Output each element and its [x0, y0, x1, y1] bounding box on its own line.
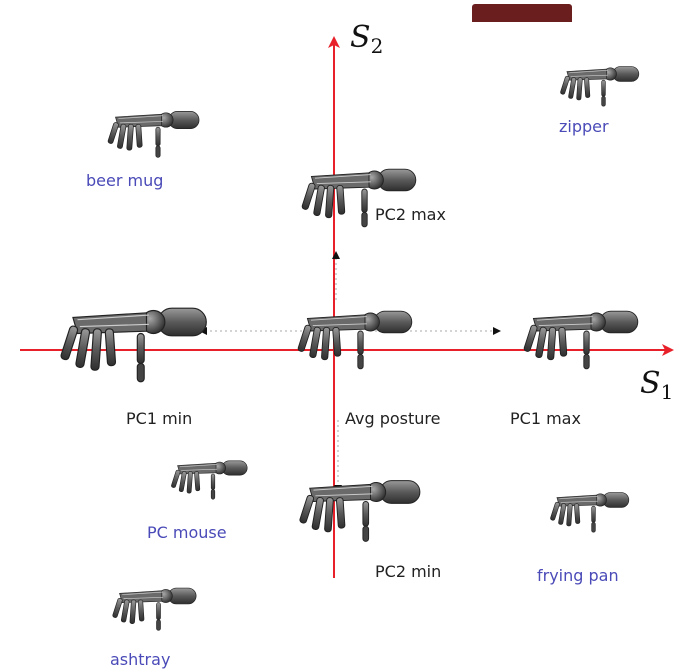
zipper-label: zipper: [559, 118, 609, 136]
pc2-min-label: PC2 min: [375, 563, 441, 581]
ashtray-label: ashtray: [110, 651, 170, 669]
y-axis-label-sub: 2: [371, 34, 384, 58]
robotic-hand-icon: [299, 481, 420, 542]
x-axis-label-main: S: [640, 366, 661, 401]
frying-pan-label: frying pan: [537, 567, 619, 585]
y-axis-label-main: S: [350, 20, 371, 55]
pc-mouse-label: PC mouse: [147, 524, 227, 542]
robotic-hand-icon: [108, 111, 199, 157]
robotic-hand-icon: [550, 493, 629, 533]
x-axis-label: S1: [640, 368, 673, 408]
x-axis-label-sub: 1: [661, 380, 674, 404]
pc1-min-label: PC1 min: [126, 410, 192, 428]
robotic-hand-icon: [112, 588, 196, 630]
beer-mug-label: beer mug: [86, 172, 163, 190]
avg-posture-label: Avg posture: [345, 410, 440, 428]
pc1-max-label: PC1 max: [510, 410, 581, 428]
robotic-hand-icon: [560, 67, 639, 107]
y-axis-label: S2: [350, 22, 383, 62]
robotic-hand-icon: [523, 311, 637, 369]
robotic-hand-icon: [171, 461, 247, 499]
pc2-max-label: PC2 max: [375, 206, 446, 224]
robotic-hand-icon: [297, 311, 411, 369]
robotic-hand-icon: [60, 308, 206, 382]
